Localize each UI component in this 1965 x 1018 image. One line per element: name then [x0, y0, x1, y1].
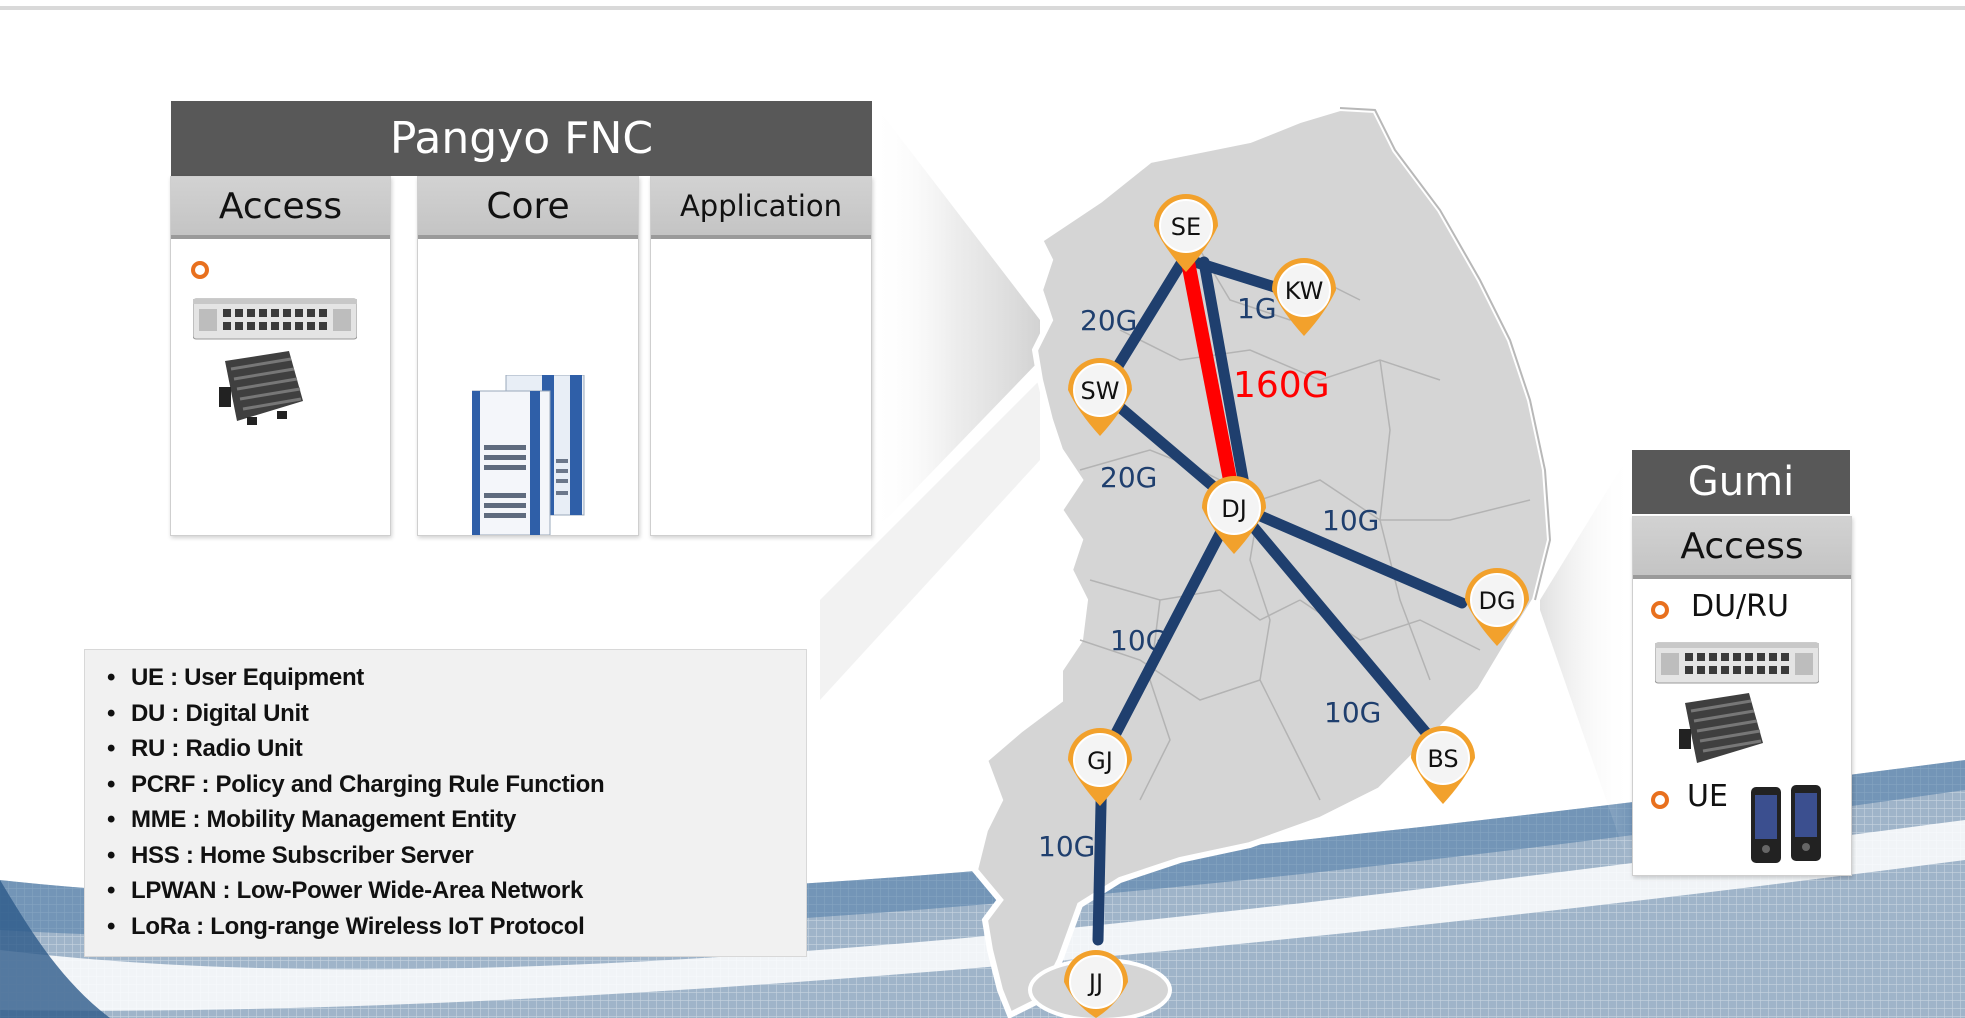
- node-label-dj: DJ: [1221, 495, 1247, 523]
- legend-item: MME : Mobility Management Entity: [107, 802, 806, 838]
- link-label-se-sw: 20G: [1080, 304, 1137, 337]
- legend-item: LPWAN : Low-Power Wide-Area Network: [107, 873, 806, 909]
- node-kw: KW: [1272, 258, 1336, 336]
- node-label-sw: SW: [1081, 377, 1120, 405]
- legend-box: UE : User Equipment DU : Digital Unit RU…: [84, 649, 807, 957]
- node-gj: GJ: [1068, 728, 1132, 806]
- gumi-access-panel: Access DU/RU UE: [1632, 516, 1852, 876]
- node-jj: JJ: [1064, 950, 1128, 1018]
- rack-server-icon: [193, 298, 357, 340]
- legend-item: PCRF : Policy and Charging Rule Function: [107, 767, 806, 803]
- legend-item: DU : Digital Unit: [107, 696, 806, 732]
- link-label-sw-dj: 20G: [1100, 461, 1157, 494]
- bullet-icon: [1651, 791, 1669, 809]
- node-sw: SW: [1068, 358, 1132, 436]
- pangyo-title: Pangyo FNC: [171, 101, 872, 176]
- node-label-dg: DG: [1478, 587, 1515, 615]
- legend-item: LoRa : Long-range Wireless IoT Protocol: [107, 909, 806, 945]
- link-label-dj-bs: 10G: [1324, 696, 1381, 729]
- gumi-title: Gumi: [1632, 450, 1850, 514]
- link-dj-bs: [1229, 499, 1434, 741]
- core-header: Core: [418, 177, 638, 239]
- gumi-access-header: Access: [1633, 517, 1851, 579]
- gumi-item-du-ru: DU/RU: [1691, 589, 1789, 624]
- node-bs: BS: [1411, 726, 1475, 804]
- link-dj-dg: [1229, 499, 1468, 609]
- radio-unit-icon: [1679, 693, 1763, 763]
- link-dj-gj: [1096, 499, 1241, 766]
- gumi-item-ue: UE: [1687, 779, 1728, 814]
- radio-unit-icon: [219, 351, 303, 425]
- legend-item: HSS : Home Subscriber Server: [107, 838, 806, 874]
- node-se: SE: [1154, 194, 1218, 272]
- link-se-dj-160g: [1181, 260, 1239, 492]
- node-label-bs: BS: [1427, 745, 1458, 773]
- link-label-dj-gj: 10G: [1110, 624, 1167, 657]
- application-column: Application: [650, 176, 872, 536]
- link-se-dj-blue: [1198, 256, 1251, 496]
- node-label-gj: GJ: [1087, 747, 1113, 775]
- node-label-jj: JJ: [1087, 969, 1103, 997]
- bullet-icon: [1651, 601, 1669, 619]
- application-header: Application: [651, 177, 871, 239]
- legend-item: UE : User Equipment: [107, 660, 806, 696]
- link-label-se-dj: 160G: [1233, 365, 1330, 406]
- top-divider: [0, 6, 1965, 10]
- node-label-se: SE: [1171, 213, 1201, 241]
- node-label-kw: KW: [1285, 277, 1324, 305]
- link-label-dj-dg: 10G: [1322, 504, 1379, 537]
- access-header: Access: [171, 177, 390, 239]
- node-dg: DG: [1465, 568, 1529, 646]
- legend-item: RU : Radio Unit: [107, 731, 806, 767]
- phone-icon: [1751, 785, 1821, 863]
- core-server-icon: [472, 375, 585, 535]
- bullet-icon: [191, 261, 209, 279]
- core-column: Core: [417, 176, 639, 536]
- link-label-se-kw: 1G: [1237, 292, 1277, 325]
- node-dj: DJ: [1202, 476, 1266, 554]
- rack-server-icon: [1655, 642, 1819, 684]
- access-column: Access: [170, 176, 391, 536]
- link-label-gj-jj: 10G: [1038, 830, 1095, 863]
